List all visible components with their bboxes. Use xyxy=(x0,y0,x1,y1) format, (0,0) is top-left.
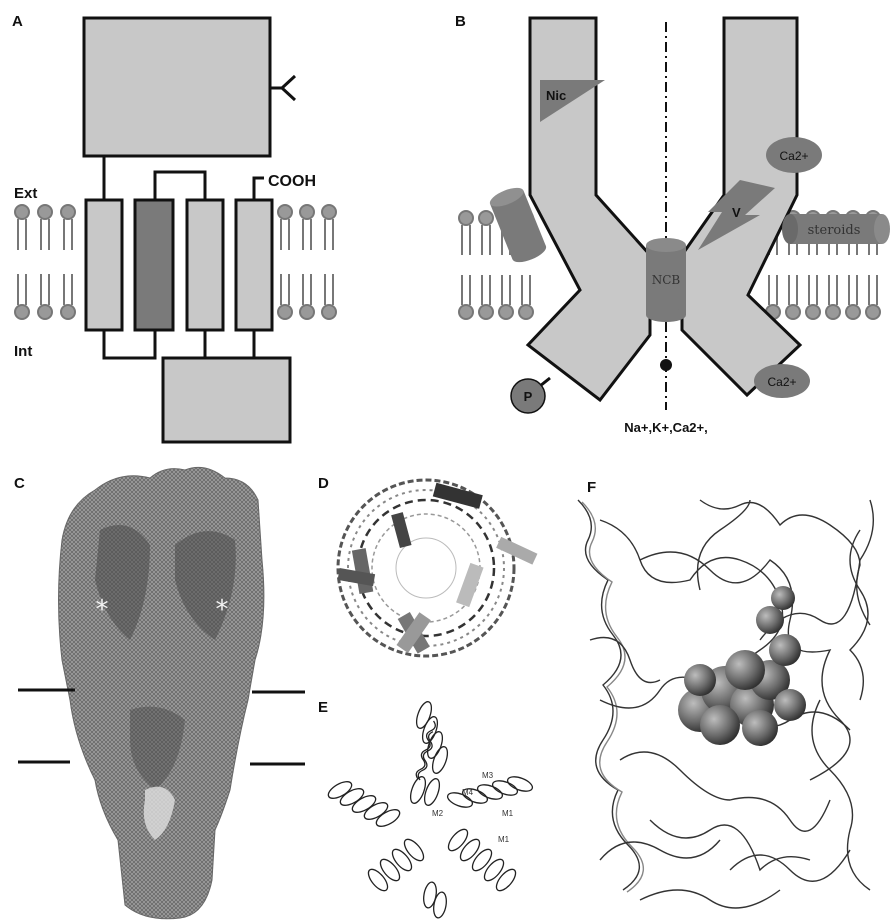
panel-f-label: F xyxy=(587,479,596,496)
channel-left-half xyxy=(528,18,650,400)
ions-label: Na+,K+,Ca2+, xyxy=(624,420,707,435)
cryo-em-density-map xyxy=(59,467,264,918)
panel-d-label: D xyxy=(318,475,329,492)
ion-dot xyxy=(660,359,672,371)
int-label: Int xyxy=(14,343,32,360)
ca-top-label: Ca2+ xyxy=(779,149,808,163)
panel-c: C * * xyxy=(14,467,305,918)
ncb-blocker: NCB xyxy=(646,238,686,322)
panel-b-label: B xyxy=(455,13,466,30)
panel-e-label: E xyxy=(318,699,328,716)
binding-site-marker-left: * xyxy=(96,595,109,625)
panel-b: B NCB xyxy=(455,13,890,435)
cooh-label: COOH xyxy=(268,173,316,190)
phosphorylation-site: P xyxy=(511,378,550,413)
helix-label-m1-b: M1 xyxy=(498,835,510,844)
ribbon-top-view xyxy=(338,480,538,656)
steroids-site: steroids xyxy=(782,214,890,244)
tm-helix-m1 xyxy=(86,200,122,330)
tm-helix-m4 xyxy=(236,200,272,330)
panel-f: F xyxy=(578,479,873,908)
tm-helix-m3 xyxy=(187,200,223,330)
panel-a: A xyxy=(12,13,336,442)
membrane-left-a xyxy=(15,205,75,319)
helix-label-m2: M2 xyxy=(432,809,444,818)
binding-site-marker-right: * xyxy=(216,595,229,625)
calcium-site-top: Ca2+ xyxy=(766,137,822,173)
panel-e: E xyxy=(318,699,534,919)
v-label: V xyxy=(732,205,741,220)
steroids-label: steroids xyxy=(808,223,861,238)
panel-c-label: C xyxy=(14,475,25,492)
helix-label-m4: M4 xyxy=(462,788,474,797)
panel-d: D xyxy=(318,475,537,656)
panel-a-label: A xyxy=(12,13,23,30)
tm-helix-m2 xyxy=(135,200,173,330)
glycosylation-fork-icon xyxy=(270,76,295,100)
membrane-right-a xyxy=(278,205,336,319)
ncb-label: NCB xyxy=(652,273,681,287)
extracellular-domain xyxy=(84,18,270,156)
ext-label: Ext xyxy=(14,185,37,202)
p-label: P xyxy=(524,389,533,404)
calcium-site-bottom: Ca2+ xyxy=(754,364,810,398)
helix-label-m3: M3 xyxy=(482,771,494,780)
ca-bottom-label: Ca2+ xyxy=(767,375,796,389)
helix-label-m1-a: M1 xyxy=(502,809,514,818)
intracellular-domain xyxy=(163,358,290,442)
nic-label: Nic xyxy=(546,88,566,103)
